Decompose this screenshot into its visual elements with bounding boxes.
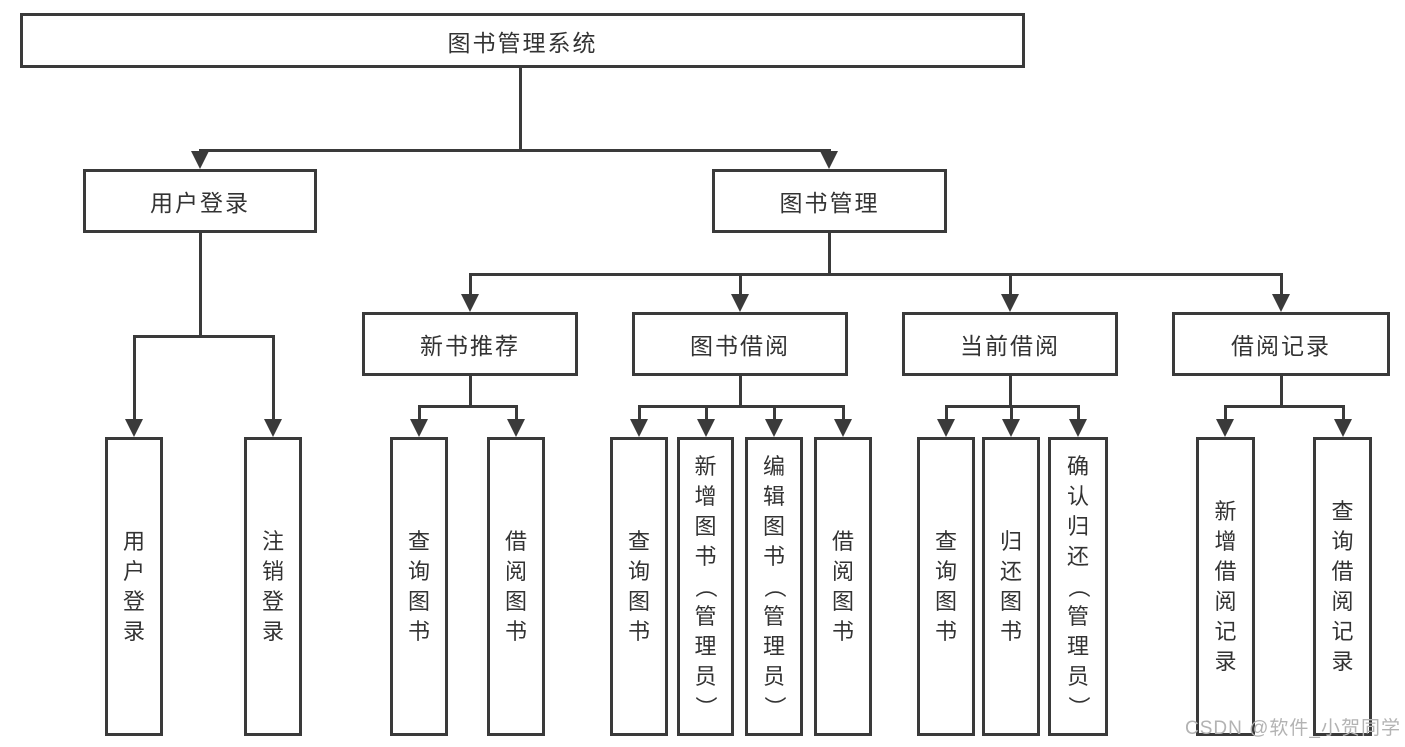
node-user-login: 用户登录 bbox=[83, 169, 317, 233]
connector-line bbox=[638, 405, 641, 423]
connector-line bbox=[469, 273, 1283, 276]
connector-line bbox=[418, 405, 421, 423]
arrow-down-icon bbox=[1334, 419, 1352, 437]
node-new-book-recommendation: 新书推荐 bbox=[362, 312, 578, 376]
leaf-confirm-return-admin: 确认归还（管理员） bbox=[1048, 437, 1108, 736]
connector-line bbox=[1009, 273, 1012, 298]
arrow-down-icon bbox=[697, 419, 715, 437]
connector-line bbox=[739, 273, 742, 298]
connector-line bbox=[1280, 376, 1283, 405]
connector-line bbox=[1280, 273, 1283, 298]
node-library-management-system: 图书管理系统 bbox=[20, 13, 1025, 68]
arrow-down-icon bbox=[264, 419, 282, 437]
arrow-down-icon bbox=[1069, 419, 1087, 437]
arrow-down-icon bbox=[507, 419, 525, 437]
leaf-query-books-current: 查询图书 bbox=[917, 437, 975, 736]
leaf-borrow-books-recommend: 借阅图书 bbox=[487, 437, 545, 736]
connector-line bbox=[1342, 405, 1345, 423]
arrow-down-icon bbox=[461, 294, 479, 312]
leaf-return-book: 归还图书 bbox=[982, 437, 1040, 736]
connector-line bbox=[1010, 405, 1013, 423]
arrow-down-icon bbox=[731, 294, 749, 312]
connector-line bbox=[842, 405, 845, 423]
arrow-down-icon bbox=[410, 419, 428, 437]
leaf-query-books-recommend: 查询图书 bbox=[390, 437, 448, 736]
leaf-logout: 注销登录 bbox=[244, 437, 302, 736]
arrow-down-icon bbox=[1272, 294, 1290, 312]
watermark-text: CSDN @软件_小贺同学 bbox=[1185, 718, 1401, 739]
arrow-down-icon bbox=[820, 151, 838, 169]
arrow-down-icon bbox=[834, 419, 852, 437]
arrow-down-icon bbox=[1216, 419, 1234, 437]
leaf-query-books-borrowing: 查询图书 bbox=[610, 437, 668, 736]
arrow-down-icon bbox=[191, 151, 209, 169]
arrow-down-icon bbox=[765, 419, 783, 437]
connector-line bbox=[1224, 405, 1345, 408]
connector-line bbox=[418, 405, 518, 408]
connector-line bbox=[638, 405, 845, 408]
leaf-query-borrow-record: 查询借阅记录 bbox=[1313, 437, 1372, 736]
connector-line bbox=[828, 233, 831, 273]
arrow-down-icon bbox=[125, 419, 143, 437]
arrow-down-icon bbox=[630, 419, 648, 437]
leaf-add-borrow-record: 新增借阅记录 bbox=[1196, 437, 1255, 736]
connector-line bbox=[1224, 405, 1227, 423]
connector-line bbox=[199, 233, 202, 335]
leaf-edit-book-admin: 编辑图书（管理员） bbox=[745, 437, 803, 736]
connector-line bbox=[469, 376, 472, 405]
arrow-down-icon bbox=[1002, 419, 1020, 437]
connector-line bbox=[133, 335, 136, 421]
connector-line bbox=[705, 405, 708, 423]
connector-line bbox=[1077, 405, 1080, 423]
connector-line bbox=[945, 405, 948, 423]
leaf-add-book-admin: 新增图书（管理员） bbox=[677, 437, 734, 736]
arrow-down-icon bbox=[937, 419, 955, 437]
connector-line bbox=[739, 376, 742, 405]
connector-line bbox=[199, 149, 831, 152]
connector-line bbox=[133, 335, 275, 338]
node-current-borrowing: 当前借阅 bbox=[902, 312, 1118, 376]
node-book-management: 图书管理 bbox=[712, 169, 947, 233]
leaf-borrow-books-borrowing: 借阅图书 bbox=[814, 437, 872, 736]
connector-line bbox=[272, 335, 275, 421]
connector-line bbox=[1009, 376, 1012, 405]
node-book-borrowing: 图书借阅 bbox=[632, 312, 848, 376]
node-borrowing-records: 借阅记录 bbox=[1172, 312, 1390, 376]
connector-line bbox=[773, 405, 776, 423]
connector-line bbox=[519, 68, 522, 149]
connector-line bbox=[515, 405, 518, 423]
connector-line bbox=[469, 273, 472, 298]
arrow-down-icon bbox=[1001, 294, 1019, 312]
leaf-user-login: 用户登录 bbox=[105, 437, 163, 736]
